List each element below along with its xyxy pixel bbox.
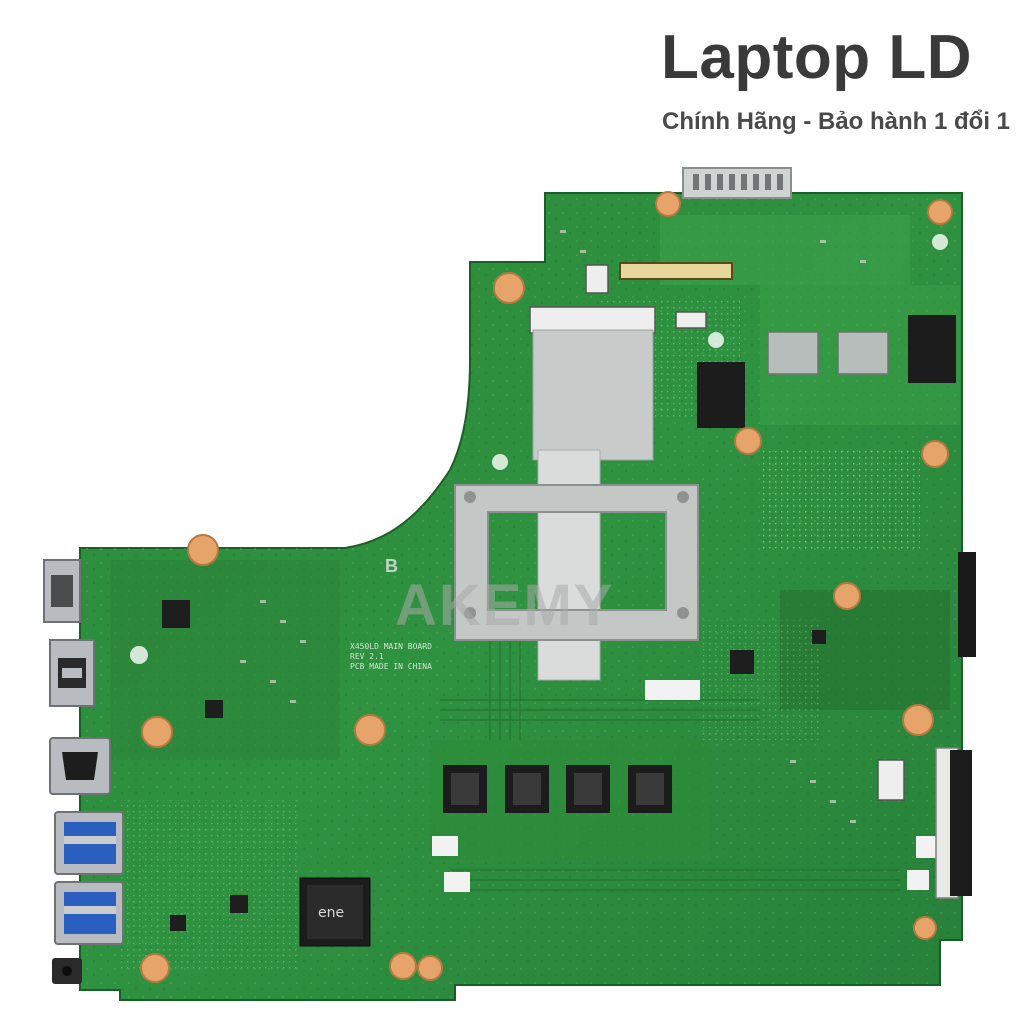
ec-chip-label: ene bbox=[318, 905, 344, 921]
silkscreen-line-3: PCB MADE IN CHINA bbox=[350, 662, 432, 671]
brand-subtitle: Chính Hãng - Bảo hành 1 đổi 1 bbox=[662, 108, 1010, 135]
silkscreen-line-1: X450LD MAIN BOARD bbox=[350, 642, 432, 651]
silkscreen-line-2: REV 2.1 bbox=[350, 652, 384, 661]
audio-jack-icon bbox=[52, 958, 82, 984]
watermark-logo: AKEMY bbox=[395, 573, 615, 638]
hdmi-port-icon bbox=[43, 559, 111, 795]
watermark-letter: B bbox=[385, 556, 398, 576]
brand-title: Laptop LD bbox=[661, 23, 972, 92]
usb-port-icon bbox=[54, 811, 124, 945]
